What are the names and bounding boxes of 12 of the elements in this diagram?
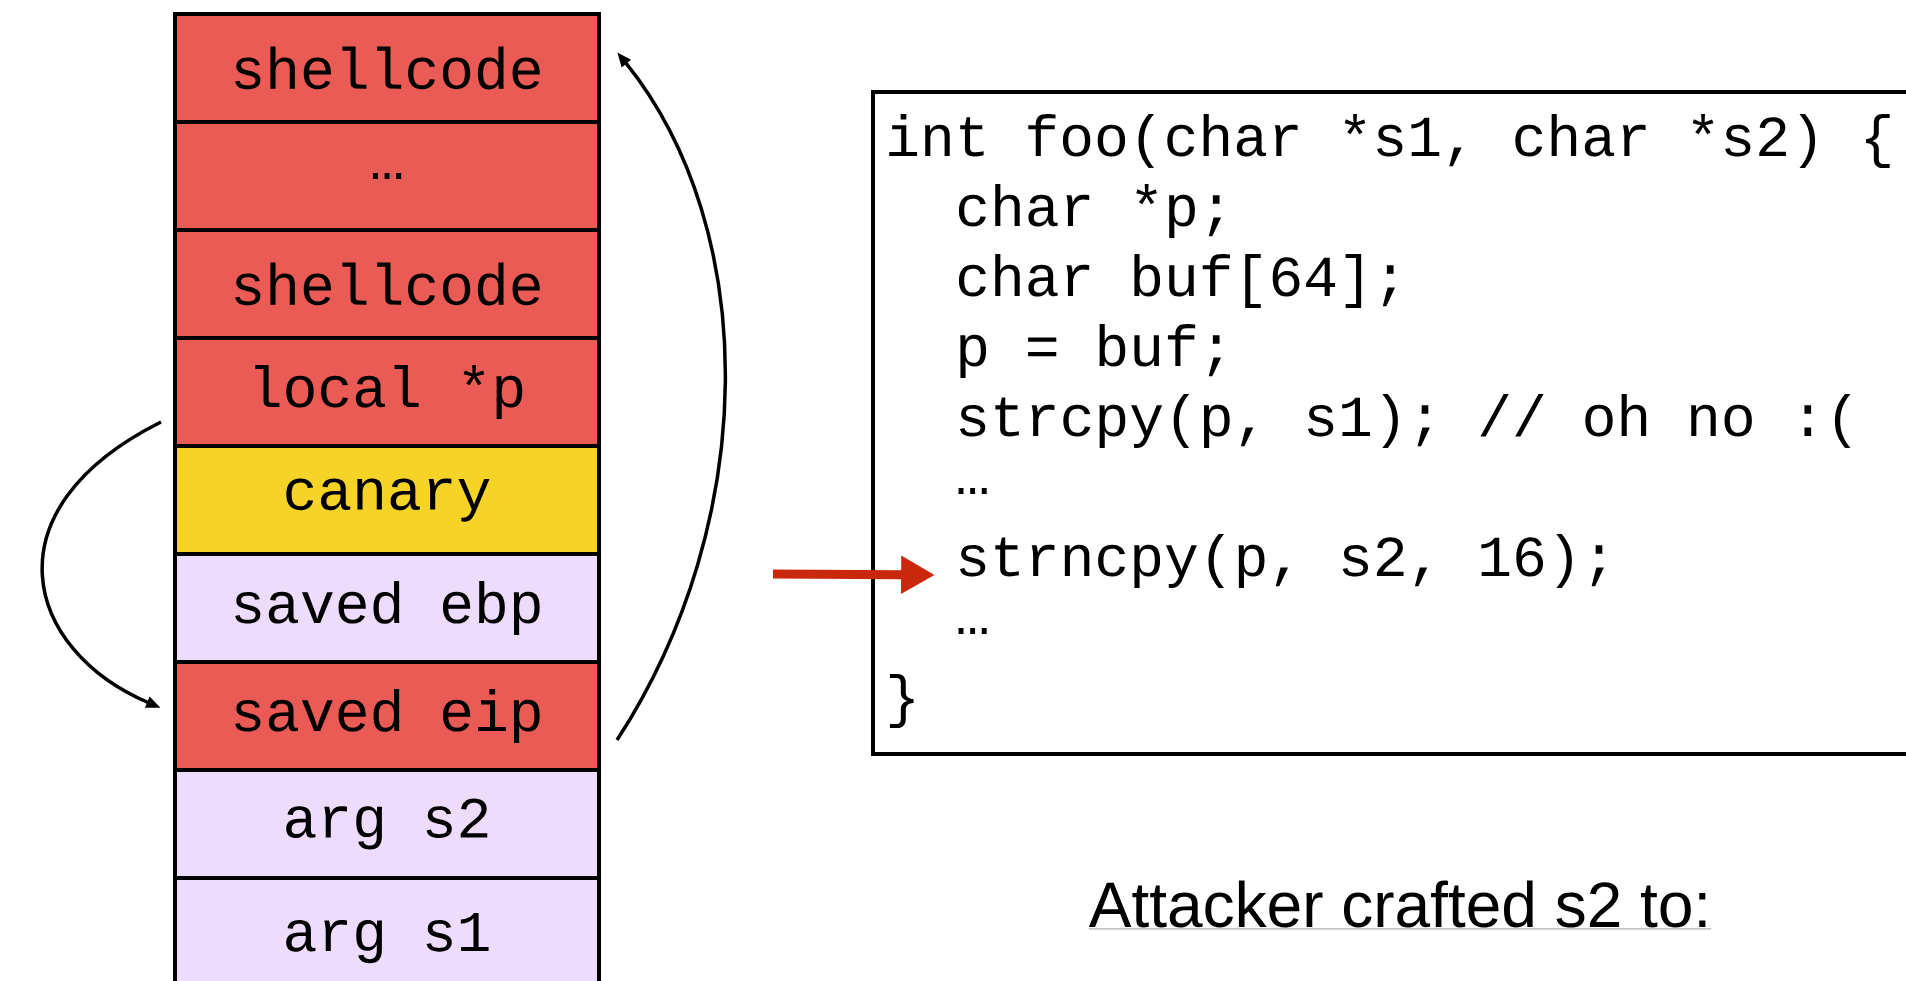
stack-cell: shellcode	[173, 12, 601, 124]
stack-cell: …	[173, 120, 601, 232]
stack-cell: shellcode	[173, 228, 601, 340]
stack-cell: arg s1	[173, 876, 601, 981]
arrow	[40, 420, 162, 708]
code-box: int foo(char *s1, char *s2) { char *p; char buf[64]; p = buf; strcpy(p, s1); // oh no :( … strncpy(p, s2, 16); … }	[871, 90, 1906, 756]
stack-cell: saved eip	[173, 660, 601, 772]
stack-cell: canary	[173, 444, 601, 556]
stack-cell: arg s2	[173, 768, 601, 880]
heading: Attacker crafted s2 to:	[1088, 880, 1712, 930]
stack-cell: saved ebp	[173, 552, 601, 664]
stack-cell: local *p	[173, 336, 601, 448]
